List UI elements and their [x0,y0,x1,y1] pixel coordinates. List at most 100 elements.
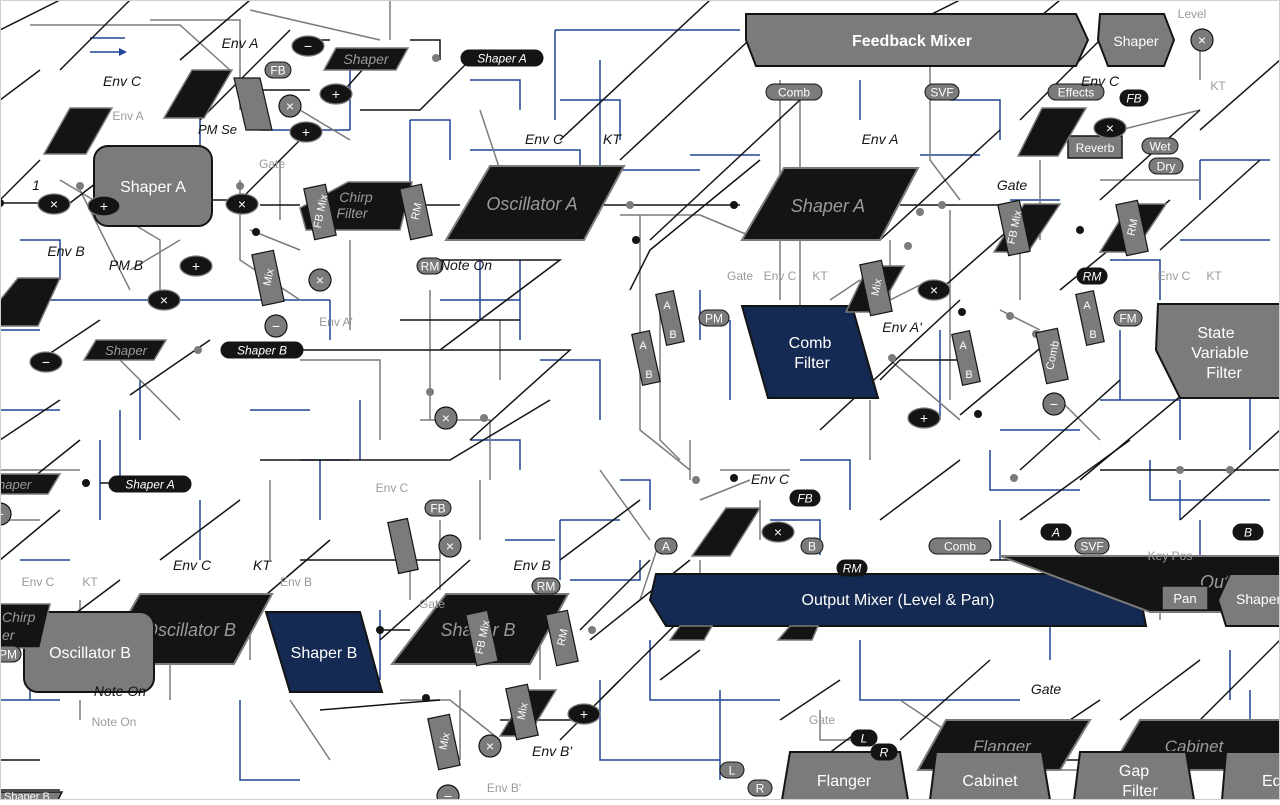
rm-b-tag[interactable]: RM [545,609,579,667]
pill-a[interactable]: A [654,537,678,555]
mix-right-tag[interactable]: Mix [859,259,893,317]
pill-rm-mid[interactable]: RM [836,559,868,577]
pill-b[interactable]: B [800,537,824,555]
op-times-10[interactable]: × [917,279,951,301]
gap-filter-module[interactable]: Gap Filter [1072,751,1196,801]
op-minus-1[interactable]: − [291,35,325,57]
flanger-gray-module[interactable]: Flanger [780,751,910,801]
shaper-small-module-3[interactable]: haper [0,473,62,495]
pill-dry-label: Dry [1157,160,1176,174]
pill-shaper-b[interactable]: Shaper B [220,341,304,359]
output-mixer-module[interactable]: Output Mixer (Level & Pan) [648,573,1148,627]
label-kt-3: KT [812,269,828,283]
op-times-7[interactable]: × [438,534,462,558]
reverb-module[interactable]: Reverb [1067,135,1123,159]
shaper-b-navy-module[interactable]: Shaper B [264,611,384,693]
pill-wet[interactable]: Wet [1141,137,1179,155]
pill-shaper-a-left[interactable]: Shaper A [108,475,192,493]
eq-module-partial[interactable]: Eq [1220,751,1280,801]
op-times-12[interactable]: × [1190,28,1214,52]
fb-mix-right-tag[interactable]: FB Mix [997,199,1031,257]
shaper-bottom-left-module[interactable]: Shaper B [0,791,64,803]
op-times-9[interactable]: × [761,521,795,543]
pill-fm[interactable]: FM [1113,309,1143,327]
shaper-small-module-2[interactable]: Shaper [82,339,168,361]
op-times-5[interactable]: × [308,268,332,292]
pill-fb-mid[interactable]: FB [789,489,821,507]
op-times-2-symbol: × [50,196,58,212]
op-times-3[interactable]: × [225,193,259,215]
pill-b-black[interactable]: B [1232,523,1264,541]
comb-tag[interactable]: Comb [1035,327,1069,385]
op-plus-4-symbol: + [192,258,200,274]
op-minus-2[interactable]: − [264,314,288,338]
pill-l[interactable]: L [719,761,745,779]
state-variable-filter-module[interactable]: State Variable Filter [1154,303,1280,399]
feedback-mixer-module[interactable]: Feedback Mixer [745,13,1090,67]
pill-rm-right[interactable]: RM [1076,267,1108,285]
label-note-on-3: Note On [92,715,137,729]
pan-module[interactable]: Pan [1161,585,1209,611]
op-plus-6[interactable]: + [907,407,941,429]
op-plus-1[interactable]: + [319,83,353,105]
op-plus-5[interactable]: + [567,703,601,725]
pill-r-black[interactable]: R [870,743,898,761]
pill-r[interactable]: R [747,779,773,797]
chirp-filter-b-module[interactable]: Chirp er [0,603,51,649]
pill-dry[interactable]: Dry [1148,157,1184,175]
op-times-11[interactable]: × [1093,117,1127,139]
op-minus-3[interactable]: − [29,351,63,373]
shaper-module-right-edge[interactable]: Shaper [1216,573,1280,627]
ab-switch-3[interactable]: AB [951,329,981,387]
mix-b2-tag[interactable]: Mix [505,683,539,741]
op-times-1[interactable]: × [278,94,302,118]
ab-switch-4[interactable]: AB [1075,289,1105,347]
comb-filter-module[interactable]: Comb Filter [740,305,880,399]
pill-rm-small[interactable]: RM [416,257,444,275]
mix-b-tag[interactable]: Mix [427,713,461,771]
op-minus-6[interactable]: − [0,502,12,526]
fb-mix-b-tag[interactable]: FB Mix [465,609,499,667]
oscillator-a-module[interactable]: Oscillator A [444,165,626,241]
pill-svf-2[interactable]: SVF [1074,537,1110,555]
op-plus-2[interactable]: + [289,121,323,143]
pill-shaper-a[interactable]: Shaper A [460,49,544,67]
label-env-c-6: Env C [376,481,409,495]
pill-pm-small-label: PM [0,648,17,662]
pill-pm[interactable]: PM [698,309,730,327]
ab-switch-2[interactable]: AB [631,329,661,387]
op-plus-4[interactable]: + [179,255,213,277]
shaper-small-module-1[interactable]: Shaper [322,47,410,71]
mix-a-tag[interactable]: Mix [251,249,285,307]
ab-switch-1[interactable]: AB [655,289,685,347]
shaper-module-top-right[interactable]: Shaper [1096,13,1176,67]
op-plus-3[interactable]: + [87,195,121,217]
pill-fb-b[interactable]: FB [424,499,452,517]
pill-pm-small[interactable]: PM [0,645,22,663]
pill-a-black[interactable]: A [1040,523,1072,541]
label-env-b-2: Env B [513,557,550,573]
op-times-4[interactable]: × [147,289,181,311]
pill-l-black[interactable]: L [850,729,878,747]
rm-a-tag[interactable]: RM [399,183,433,241]
pm-se-tag[interactable]: PM Se [198,77,273,137]
label-kt-6: KT [82,575,98,589]
pill-rm-b[interactable]: RM [531,577,561,595]
rm-right-tag[interactable]: RM [1115,199,1149,257]
op-minus-5[interactable]: − [436,784,460,805]
pill-effects[interactable]: Effects [1047,83,1105,101]
pill-fb-right[interactable]: FB [1119,89,1149,107]
op-times-8[interactable]: × [478,734,502,758]
op-minus-4[interactable]: − [1042,392,1066,416]
pill-svf[interactable]: SVF [924,83,960,101]
shaper-a-gray-module[interactable]: Shaper A [93,145,213,227]
cabinet-gray-module[interactable]: Cabinet [928,751,1052,801]
fb-mix-a-tag[interactable]: FB Mix [303,183,337,241]
oscillator-b-gray-module[interactable]: Oscillator B [23,611,155,693]
pill-comb[interactable]: Comb [765,83,823,101]
shaper-a-black-module[interactable]: Shaper A [740,167,920,241]
op-times-2[interactable]: × [37,193,71,215]
pill-fb-a[interactable]: FB [264,61,292,79]
pill-comb-2[interactable]: Comb [928,537,992,555]
op-times-6[interactable]: × [434,406,458,430]
